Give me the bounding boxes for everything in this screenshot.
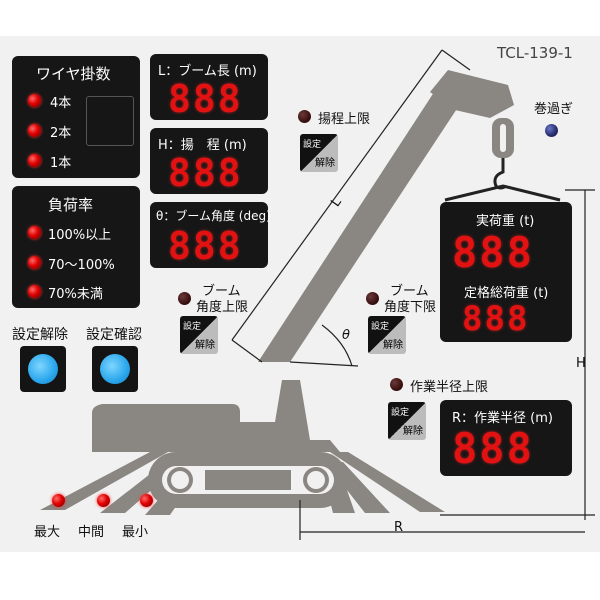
boom-lower-label-2: 角度下限 (384, 300, 437, 315)
radius-value: 888 (452, 424, 534, 473)
boom-lower-set-button[interactable]: 設定 解除 (368, 316, 406, 354)
radius-display (440, 400, 572, 476)
boom-head (430, 70, 514, 118)
radius-limit-set-button[interactable]: 設定 解除 (388, 402, 426, 440)
boom-angle-display (150, 202, 268, 268)
boom-upper-label-1: ブーム (202, 284, 241, 299)
boom-upper-led (178, 292, 191, 305)
boom-lower-led (366, 292, 379, 305)
radius-limit-led (390, 378, 403, 391)
load-100-label: 100%以上 (48, 228, 112, 243)
hoist-limit-set-button[interactable]: 設定 解除 (300, 134, 338, 172)
load-sling (444, 184, 561, 202)
actual-load-title: 実荷重 (t) (476, 214, 535, 229)
boom-length-value: 888 (168, 77, 243, 121)
outrigger-mid-label: 中間 (78, 525, 105, 540)
confirm-setting-label: 設定確認 (86, 327, 142, 343)
crane-upper-body (92, 380, 340, 452)
wire-4-label: 4本 (50, 96, 72, 111)
dimension-label-theta: θ (342, 328, 350, 343)
confirm-setting-button[interactable] (92, 346, 138, 392)
rated-load-value: 888 (462, 299, 530, 339)
dimension-lines (231, 49, 595, 540)
radius-title: R：作業半径 (m) (452, 411, 553, 426)
load-rate-title: 負荷率 (48, 196, 94, 214)
outrigger-min-label: 最小 (122, 525, 149, 540)
model-number: TCL-139-1 (497, 44, 573, 62)
wire-2-label: 2本 (50, 126, 72, 141)
overwind-label: 巻過ぎ (534, 102, 574, 117)
hoist-limit-led (298, 110, 311, 123)
load-under-70-led (28, 285, 41, 298)
crane-boom (258, 80, 468, 362)
wire-1-led (28, 154, 41, 167)
wire-2-led (28, 124, 41, 137)
load-display (440, 202, 572, 342)
outrigger-min-led (140, 494, 153, 507)
outrigger-max-led (52, 494, 65, 507)
radius-limit-label: 作業半径上限 (410, 380, 489, 395)
lift-height-value: 888 (168, 151, 243, 195)
dimension-label-h: H (576, 356, 586, 371)
release-setting-label: 設定解除 (12, 327, 68, 343)
lift-height-title: H：揚 程 (m) (158, 138, 247, 153)
wire-count-indicator-window (86, 96, 134, 146)
actual-load-value: 888 (452, 228, 534, 277)
boom-lower-label-1: ブーム (390, 284, 429, 299)
load-70-100-led (28, 256, 41, 269)
release-setting-button[interactable] (20, 346, 66, 392)
rated-load-title: 定格総荷重 (t) (464, 286, 549, 301)
wire-1-label: 1本 (50, 156, 72, 171)
boom-upper-label-2: 角度上限 (196, 300, 249, 315)
hoist-limit-label: 揚程上限 (318, 112, 371, 127)
overwind-led (545, 124, 558, 137)
dimension-label-r: R (394, 520, 404, 535)
boom-length-display (150, 54, 268, 120)
boom-angle-title: θ：ブーム角度 (deg) (156, 209, 271, 223)
wire-count-title: ワイヤ掛数 (36, 65, 111, 83)
boom-upper-set-button[interactable]: 設定 解除 (180, 316, 218, 354)
wire-4-led (28, 94, 41, 107)
load-70-100-label: 70～100% (48, 258, 115, 273)
outrigger-max-label: 最大 (34, 525, 61, 540)
load-under-70-label: 70%未満 (48, 287, 103, 302)
boom-length-title: L：ブーム長 (m) (158, 64, 257, 79)
load-100-led (28, 226, 41, 239)
outrigger-mid-led (97, 494, 110, 507)
lift-height-display (150, 128, 268, 194)
boom-angle-value: 888 (168, 224, 243, 268)
